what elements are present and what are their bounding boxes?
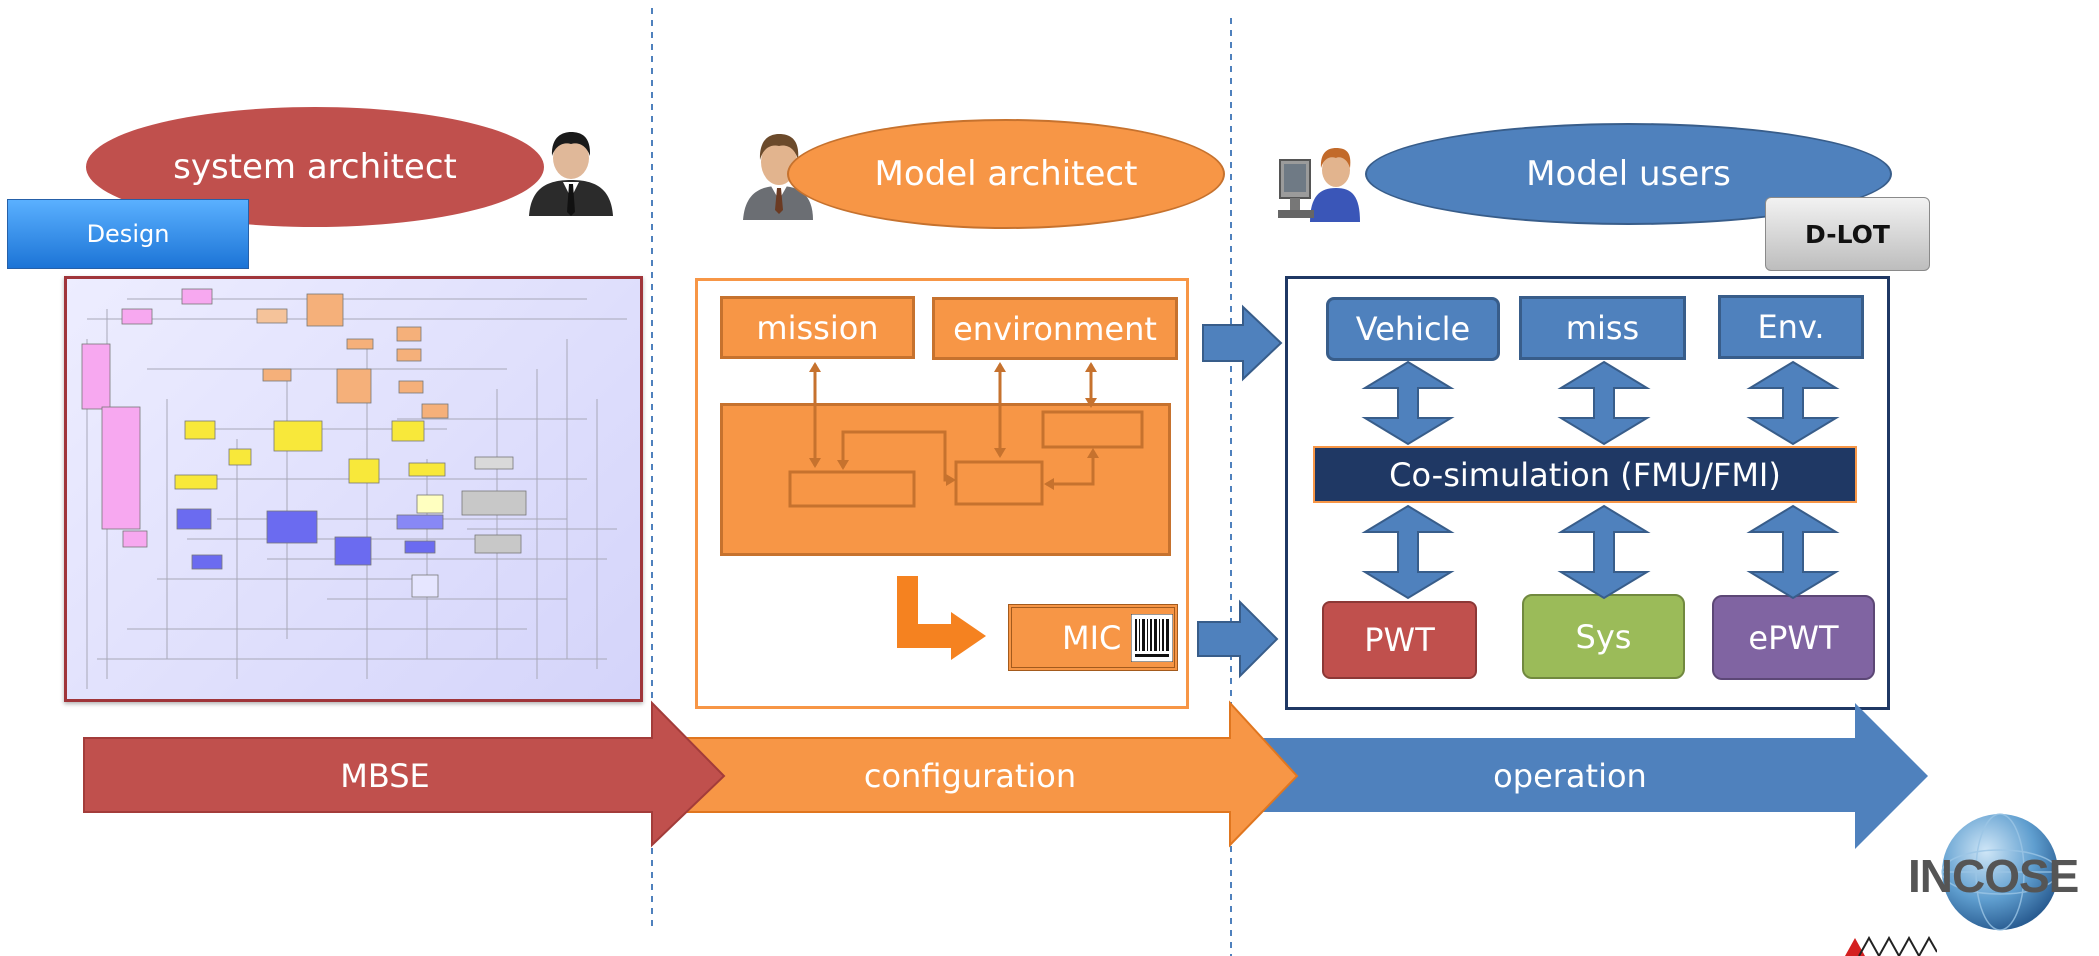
incose-logo-text: INCOSE — [1908, 850, 2079, 902]
mbse-model-panel — [64, 276, 643, 702]
inner-block-middle — [954, 460, 1044, 506]
mbse-phase-label: MBSE — [340, 757, 430, 795]
feedback-link — [1046, 452, 1095, 486]
corner-arrow — [897, 576, 986, 660]
updown-arrows — [1361, 360, 1840, 600]
updown-arrow-1-bottom — [1361, 504, 1455, 600]
environment-label: environment — [953, 309, 1157, 348]
model-users-ellipse: Model users — [1365, 123, 1892, 225]
sys-box: Sys — [1522, 594, 1685, 679]
system-architect-label: system architect — [173, 147, 457, 187]
pwt-box: PWT — [1322, 601, 1477, 679]
mic-label: MIC — [1062, 618, 1122, 657]
epwt-label: ePWT — [1748, 618, 1839, 657]
environment-box: environment — [932, 297, 1178, 360]
model-architect-ellipse: Model architect — [787, 119, 1225, 229]
barcode-icon — [1131, 614, 1173, 662]
red-triangles-logo — [1845, 936, 1937, 956]
design-button-label: Design — [86, 220, 170, 248]
operation-phase-arrow — [1262, 703, 1928, 849]
updown-arrow-2-bottom — [1557, 504, 1651, 600]
updown-arrow-2-top — [1557, 360, 1651, 446]
mbse-model-diagram — [81, 288, 627, 689]
operation-phase-label: operation — [1493, 757, 1647, 795]
updown-arrow-3-top — [1746, 360, 1840, 446]
miss-box: miss — [1519, 296, 1686, 360]
inner-block-left — [788, 470, 916, 508]
vehicle-label: Vehicle — [1355, 310, 1471, 348]
globe-icon — [1941, 813, 2059, 931]
env-label: Env. — [1757, 308, 1825, 346]
operation-panel — [1285, 276, 1890, 710]
cosimulation-label: Co-simulation (FMU/FMI) — [1389, 455, 1781, 494]
model-architect-label: Model architect — [874, 154, 1138, 194]
vehicle-box: Vehicle — [1326, 297, 1500, 361]
configuration-phase-arrow — [681, 700, 1299, 848]
person-icon — [529, 132, 613, 216]
design-button[interactable]: Design — [7, 199, 249, 269]
miss-label: miss — [1565, 309, 1640, 347]
configuration-phase-label: configuration — [863, 757, 1077, 795]
mbse-phase-arrow — [83, 700, 726, 848]
dlot-button-label: D-LOT — [1805, 219, 1890, 249]
sys-label: Sys — [1575, 617, 1632, 656]
model-users-label: Model users — [1526, 154, 1731, 194]
dlot-button[interactable]: D-LOT — [1765, 197, 1930, 271]
transfer-arrow-bottom — [1197, 599, 1279, 679]
computer-user-icon — [1278, 148, 1360, 222]
mission-label: mission — [756, 308, 879, 347]
mission-box: mission — [720, 296, 915, 359]
updown-arrow-1-top — [1361, 360, 1455, 446]
updown-arrow-3-bottom — [1746, 504, 1840, 600]
env-box: Env. — [1718, 295, 1864, 359]
cosimulation-bar: Co-simulation (FMU/FMI) — [1313, 446, 1857, 503]
configuration-panel — [695, 278, 1189, 709]
pwt-label: PWT — [1364, 621, 1435, 659]
transfer-arrow-top — [1202, 304, 1283, 382]
inner-block-right — [1041, 410, 1144, 449]
